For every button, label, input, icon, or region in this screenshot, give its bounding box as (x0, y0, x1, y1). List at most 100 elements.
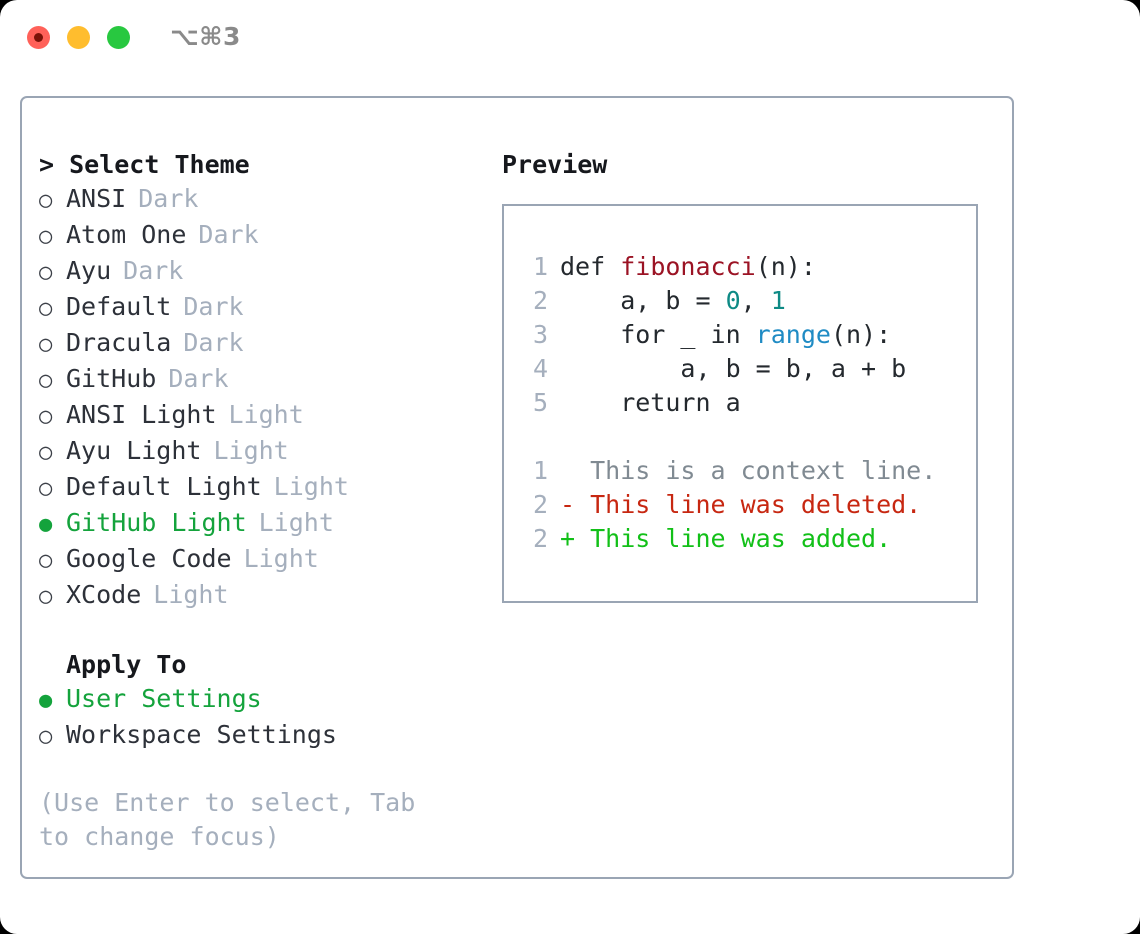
theme-option-variant: Light (273, 472, 349, 501)
code-token: a, b = (560, 286, 726, 315)
code-token: a, b = b, a + b (560, 354, 907, 383)
theme-option-label: Default (66, 292, 172, 321)
radio-unselected-icon: ○ (39, 224, 53, 249)
code-line: 2 a, b = 0, 1 (504, 284, 976, 318)
theme-option-variant: Light (228, 400, 304, 429)
diff-text-del: - This line was deleted. (560, 490, 922, 519)
theme-option-label: Atom One (66, 220, 187, 249)
radio-unselected-icon: ○ (39, 476, 53, 501)
diff-text-ctx: This is a context line. (560, 456, 937, 485)
close-button[interactable] (27, 26, 50, 49)
theme-option[interactable]: ○ GitHub Dark (39, 362, 499, 398)
theme-option[interactable]: ○ ANSI Dark (39, 182, 499, 218)
code-text: a, b = 0, 1 (560, 284, 786, 318)
code-token: 1 (770, 286, 786, 315)
minimize-button[interactable] (67, 26, 90, 49)
line-number: 1 (532, 252, 548, 281)
apply-to-option[interactable]: ● User Settings (39, 682, 499, 718)
theme-option-variant: Dark (123, 256, 184, 285)
code-line: 1 def fibonacci(n): (504, 250, 976, 284)
theme-option[interactable]: ○ ANSI Light Light (39, 398, 499, 434)
radio-unselected-icon: ○ (39, 368, 53, 393)
code-token: fibonacci (620, 252, 756, 281)
radio-unselected-icon: ○ (39, 332, 53, 357)
line-number: 2 (532, 490, 548, 519)
radio-unselected-icon: ○ (39, 188, 53, 213)
theme-option-label: Default Light (66, 472, 262, 501)
apply-to-option-label: Workspace Settings (66, 720, 337, 749)
radio-unselected-icon: ○ (39, 260, 53, 285)
traffic-light-group (27, 26, 130, 49)
code-line: 4 a, b = b, a + b (504, 352, 976, 386)
code-token: 0 (725, 286, 741, 315)
apply-to-heading: Apply To (66, 650, 187, 679)
line-number: 2 (532, 286, 548, 315)
theme-option[interactable]: ○ XCode Light (39, 578, 499, 614)
line-number: 4 (532, 354, 548, 383)
theme-option[interactable]: ○ Ayu Light Light (39, 434, 499, 470)
radio-unselected-icon: ○ (39, 404, 53, 429)
theme-option-variant: Light (258, 508, 334, 537)
theme-option-variant: Dark (183, 292, 244, 321)
theme-option-variant: Light (243, 544, 319, 573)
code-text: for _ in range(n): (560, 318, 891, 352)
theme-option-label: Ayu Light (66, 436, 202, 465)
radio-unselected-icon: ○ (39, 584, 53, 609)
code-token: (n): (830, 320, 892, 349)
theme-option-variant: Light (213, 436, 289, 465)
diff-line: 2 - This line was deleted. (504, 488, 976, 522)
code-text: return a (560, 386, 740, 420)
code-token: , (740, 286, 771, 315)
theme-option-label: Ayu (66, 256, 112, 285)
code-token: def (560, 252, 621, 281)
code-token: for _ in (560, 320, 756, 349)
theme-option-variant: Dark (138, 184, 199, 213)
preview-title: Preview (502, 150, 608, 179)
theme-option-label: GitHub (66, 364, 157, 393)
select-theme-heading: > Select Theme (39, 150, 250, 179)
apply-to-option[interactable]: ○Workspace Settings (39, 718, 499, 754)
code-line: 5 return a (504, 386, 976, 420)
line-number: 3 (532, 320, 548, 349)
theme-option-variant: Light (153, 580, 229, 609)
line-number: 5 (532, 388, 548, 417)
code-diff-gap (504, 420, 976, 454)
diff-text-add: + This line was added. (560, 524, 892, 553)
theme-option-label: XCode (66, 580, 142, 609)
theme-option[interactable]: ○ Ayu Dark (39, 254, 499, 290)
maximize-button[interactable] (107, 26, 130, 49)
code-text: def fibonacci(n): (560, 250, 816, 284)
code-text: a, b = b, a + b (560, 352, 906, 386)
keyboard-hint: (Use Enter to select, Tab to change focu… (39, 788, 416, 851)
code-token: range (755, 320, 831, 349)
theme-option-variant: Dark (168, 364, 229, 393)
theme-option[interactable]: ● GitHub Light Light (39, 506, 499, 542)
diff-line: 1 This is a context line. (504, 454, 976, 488)
radio-selected-icon: ● (39, 512, 53, 537)
theme-option-label: Dracula (66, 328, 172, 357)
radio-selected-icon: ● (39, 688, 53, 713)
theme-option-label: ANSI (66, 184, 127, 213)
line-number: 2 (532, 524, 548, 553)
theme-option-label: GitHub Light (66, 508, 247, 537)
apply-to-option-label: User Settings (66, 684, 262, 713)
theme-option-label: ANSI Light (66, 400, 217, 429)
theme-option[interactable]: ○ Default Light Light (39, 470, 499, 506)
diff-sample: 1 This is a context line.2- This line wa… (504, 454, 976, 556)
line-number: 1 (532, 456, 548, 485)
title-bar: ⌥⌘3 (0, 0, 1140, 76)
radio-unselected-icon: ○ (39, 440, 53, 465)
code-token: (n): (755, 252, 816, 281)
apply-to-list[interactable]: ● User Settings ○Workspace Settings (39, 682, 499, 754)
